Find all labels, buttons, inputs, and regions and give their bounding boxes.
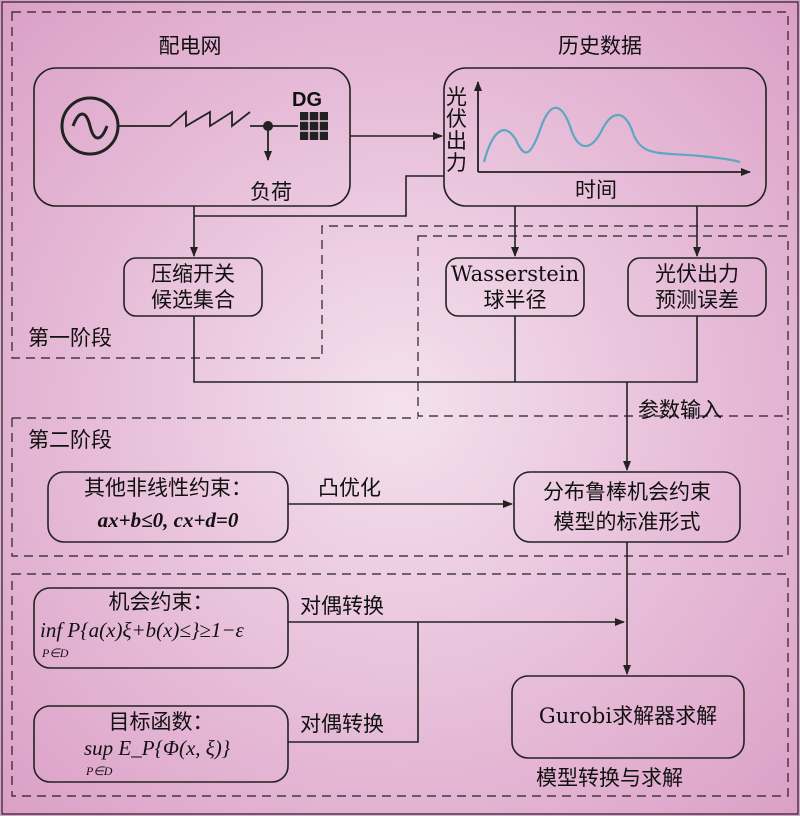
chance-constraint-box	[33, 587, 289, 669]
dg-panel-icon	[300, 112, 328, 140]
wasserstein-label-2: 球半径	[483, 288, 547, 312]
stage2-dashed-region	[11, 417, 789, 557]
stage2-label: 第二阶段	[28, 428, 112, 452]
switch-set-label-2: 候选集合	[151, 288, 235, 312]
stage3-dashed-region	[11, 573, 789, 797]
merge-lines	[193, 316, 698, 383]
objective-subscript: P∈D	[86, 764, 113, 778]
history-title: 历史数据	[558, 34, 642, 58]
params-input-label: 参数输入	[638, 398, 722, 422]
forecast-error-label-2: 预测误差	[655, 288, 739, 312]
wasserstein-label-1: Wasserstein	[450, 262, 580, 286]
chance-constraint-label: 机会约束：	[108, 590, 214, 614]
constraints-label: 其他非线性约束：	[84, 476, 252, 500]
load-label: 负荷	[250, 180, 292, 204]
pv-output-curve	[482, 106, 741, 164]
sine-wave-icon	[71, 112, 109, 140]
dual-label-2: 对偶转换	[300, 712, 384, 736]
objective-formula: sup E_P{Φ(x, ξ)}	[84, 736, 231, 760]
forecast-error-label-1: 光伏出力	[655, 262, 739, 286]
dg-label: DG	[292, 89, 322, 111]
standard-model-label-2: 模型的标准形式	[553, 510, 701, 534]
chance-constraint-formula: inf P{a(x)ξ+b(x)≤}≥1−ε	[40, 618, 244, 642]
pv-axis-label: 光伏出力	[446, 85, 467, 175]
stage1-dashed-region	[11, 11, 789, 359]
stage1-label: 第一阶段	[28, 326, 112, 350]
connector-dual-objective	[288, 622, 419, 743]
solver-label: Gurobi求解器求解	[538, 704, 718, 728]
chance-constraint-subscript: P∈D	[42, 646, 69, 660]
stage1-right-dashed-region	[417, 235, 789, 417]
objective-box	[33, 705, 289, 783]
constraints-formula: ax+b≤0, cx+d=0	[97, 508, 239, 532]
grid-box	[33, 67, 351, 207]
time-axis-label: 时间	[575, 178, 617, 202]
stage3-label: 模型转换与求解	[536, 766, 683, 790]
history-box	[443, 67, 767, 207]
switch-set-label-1: 压缩开关	[151, 262, 235, 286]
dual-label-1: 对偶转换	[300, 594, 384, 618]
grid-title: 配电网	[158, 34, 222, 58]
distribution-line	[118, 110, 298, 128]
connector-history-to-switch-set	[194, 175, 444, 217]
constraints-box	[47, 471, 289, 543]
objective-label: 目标函数：	[108, 710, 214, 734]
switch-set-box	[123, 257, 263, 317]
standard-model-label-1: 分布鲁棒机会约束	[543, 480, 711, 504]
solver-box	[511, 675, 745, 759]
convex-label: 凸优化	[318, 476, 381, 500]
